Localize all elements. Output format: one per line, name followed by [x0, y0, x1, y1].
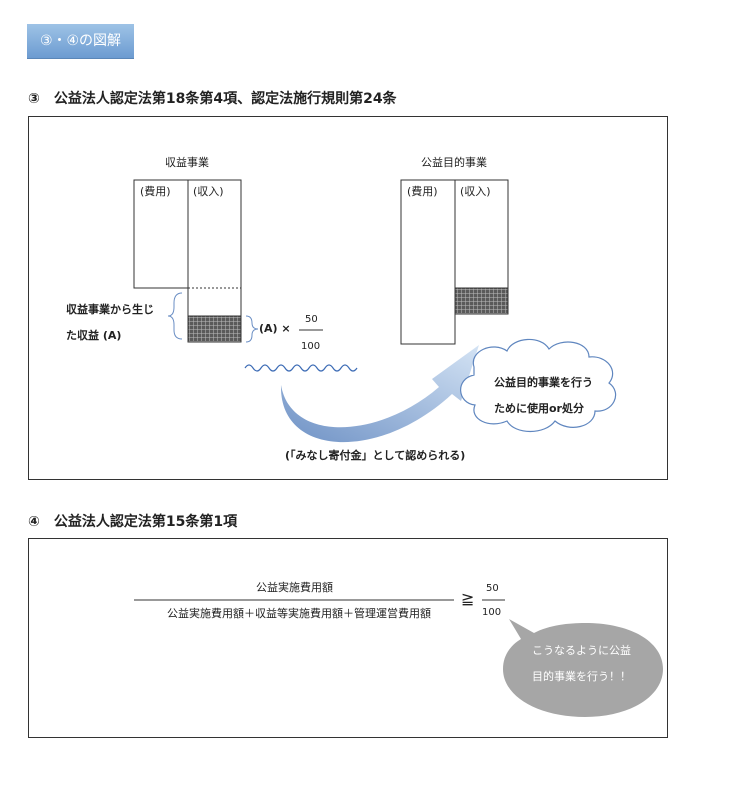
formula-numerator: 50 [305, 314, 318, 325]
profit-label-line2: た収益 (A) [66, 329, 122, 342]
left-block-title: 収益事業 [165, 156, 209, 169]
cloud-callout [460, 338, 617, 433]
diagram-panel-3: 収益事業 (費用) (収入) 公益目的事業 (費用) (収入) 収益事業から生じ… [28, 116, 668, 480]
bubble-line1: こうなるように公益 [532, 644, 631, 657]
profit-label-line1: 収益事業から生じ [66, 303, 154, 316]
right-cost-box [400, 179, 456, 345]
bubble-line2: 目的事業を行う！！ [532, 670, 631, 683]
section-tag: ③・④の図解 [27, 24, 134, 59]
ratio-denominator: 100 [482, 607, 502, 618]
left-cost-label: (費用) [140, 185, 171, 198]
diagram-4-canvas [134, 599, 663, 717]
speech-bubble [503, 619, 663, 717]
cloud-line1: 公益目的事業を行う [494, 376, 593, 389]
ratio-numerator: 50 [486, 583, 499, 594]
left-income-box [187, 179, 242, 343]
greater-equal-operator: ≧ [461, 589, 475, 608]
deemed-donation-note: (「みなし寄付金」として認められる) [285, 449, 466, 462]
right-cost-label: (費用) [407, 185, 438, 198]
transfer-arrow [280, 345, 479, 443]
diagram-panel-4: 公益実施費用額 公益実施費用額＋収益等実施費用額＋管理運営費用額 ≧ 50 10… [28, 538, 668, 738]
right-profit-hatch [454, 287, 509, 315]
formula-prefix: (A) × [259, 322, 291, 335]
formula-bracket [245, 315, 259, 343]
profit-bracket [167, 292, 183, 340]
fraction-numerator: 公益実施費用額 [256, 581, 333, 594]
fraction-denominator: 公益実施費用額＋収益等実施費用額＋管理運営費用額 [167, 607, 431, 620]
wavy-line [244, 364, 358, 372]
left-profit-hatch [187, 315, 242, 343]
right-income-box [454, 179, 509, 289]
left-cost-box [133, 179, 189, 289]
diagram-3-canvas [133, 179, 617, 443]
right-block-title: 公益目的事業 [421, 156, 487, 169]
section4-heading: ④ 公益法人認定法第15条第1項 [28, 514, 238, 530]
formula-denominator: 100 [301, 341, 321, 352]
cloud-line2: ために使用or処分 [494, 402, 584, 415]
left-income-label: (収入) [193, 185, 224, 198]
right-income-label: (収入) [460, 185, 491, 198]
section3-heading: ③ 公益法人認定法第18条第4項、認定法施行規則第24条 [28, 91, 397, 107]
